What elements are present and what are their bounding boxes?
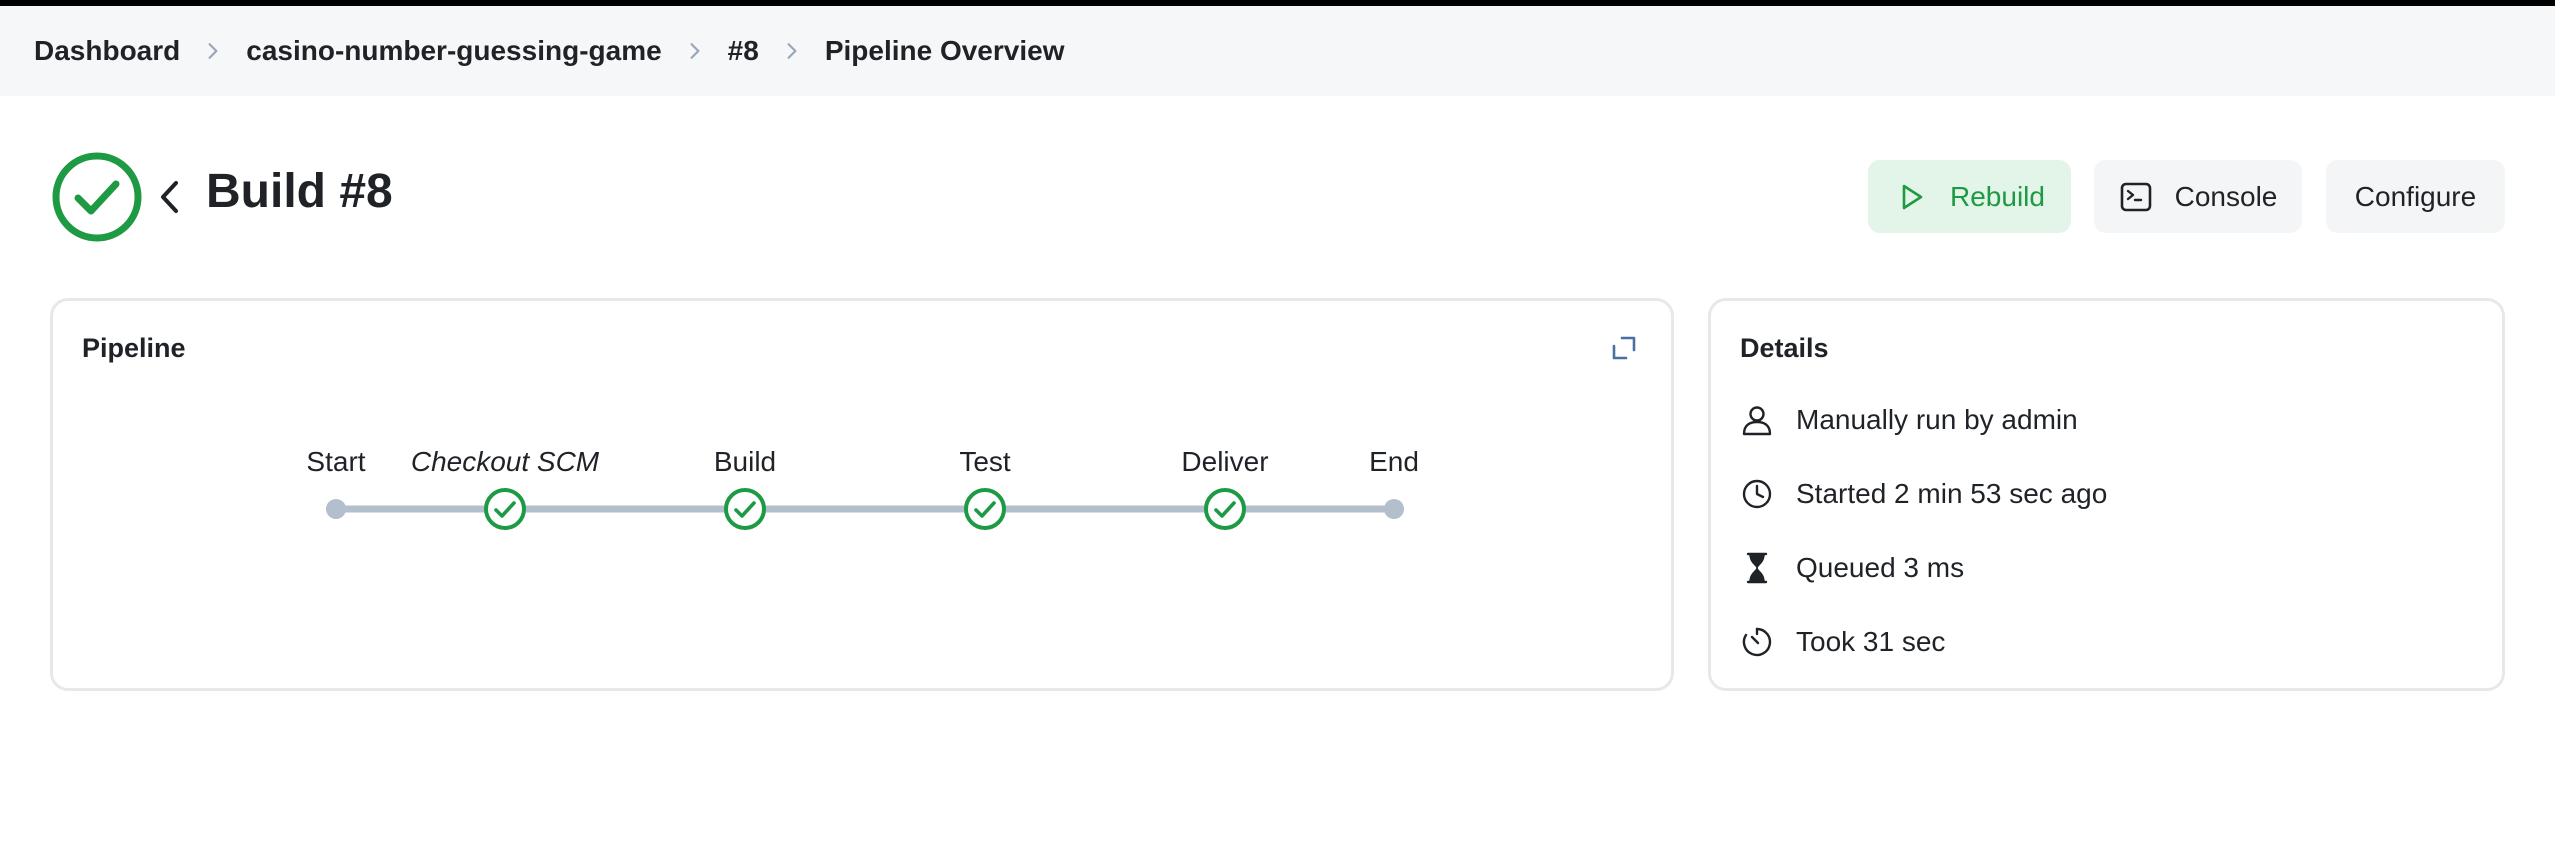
configure-button[interactable]: Configure [2326, 160, 2505, 233]
detail-row-queued: Queued 3 ms [1740, 551, 1964, 585]
stage-success-icon [1204, 488, 1246, 530]
detail-duration-text: Took 31 sec [1796, 626, 1946, 657]
stage-label: Deliver [1181, 446, 1268, 477]
detail-started-text: Started 2 min 53 sec ago [1796, 478, 2108, 509]
breadcrumb-dashboard[interactable]: Dashboard [34, 35, 181, 66]
timer-icon [1742, 627, 1772, 657]
details-card: Details Manually run by admin Started 2 … [1708, 298, 2505, 691]
rebuild-button[interactable]: Rebuild [1868, 160, 2071, 233]
details-card-title: Details [1740, 333, 1829, 363]
check-icon [494, 501, 516, 518]
terminal-icon [2120, 182, 2151, 211]
stage-endpoint-dot [326, 499, 346, 519]
breadcrumb: Dashboard casino-number-guessing-game #8… [0, 6, 2555, 96]
page-title: Build #8 [206, 165, 393, 218]
breadcrumb-build[interactable]: #8 [727, 35, 759, 66]
stage-label: Checkout SCM [411, 446, 600, 477]
detail-row-started: Started 2 min 53 sec ago [1740, 477, 2107, 511]
stage-node[interactable] [1204, 488, 1246, 530]
stage-label: Test [959, 446, 1011, 477]
stage-node[interactable] [724, 488, 766, 530]
chevron-right-icon [180, 42, 246, 60]
stage-node[interactable] [484, 488, 526, 530]
pipeline-card-title: Pipeline [82, 333, 186, 363]
expand-icon[interactable] [1611, 335, 1637, 361]
pipeline-card: Pipeline Start Checkout SCM Build Test Deliv… [50, 298, 1674, 691]
rebuild-label: Rebuild [1950, 180, 2045, 212]
clock-icon [1742, 479, 1772, 509]
breadcrumb-pipeline-overview[interactable]: Pipeline Overview [824, 35, 1065, 66]
breadcrumb-job[interactable]: casino-number-guessing-game [246, 35, 662, 66]
window-top-strip [0, 0, 2555, 6]
stage-success-icon [484, 488, 526, 530]
back-chevron-icon[interactable] [154, 175, 184, 219]
chevron-right-icon [662, 42, 728, 60]
detail-row-trigger: Manually run by admin [1740, 403, 2078, 437]
stage-label: Start [306, 446, 365, 477]
hourglass-icon [1746, 552, 1768, 584]
console-button[interactable]: Console [2094, 160, 2302, 233]
chevron-right-icon [759, 42, 825, 60]
stage-endpoint-dot [1384, 499, 1404, 519]
stage-success-icon [724, 488, 766, 530]
stage-success-icon [964, 488, 1006, 530]
check-icon [734, 501, 756, 518]
detail-queued-text: Queued 3 ms [1796, 552, 1965, 583]
console-label: Console [2174, 180, 2278, 212]
stage-label: Build [714, 446, 776, 477]
success-status-icon [52, 152, 142, 242]
configure-label: Configure [2354, 180, 2477, 212]
pipeline-graph: Start Checkout SCM Build Test Deliver End [306, 446, 1419, 530]
check-icon [1214, 501, 1236, 518]
stage-node[interactable] [964, 488, 1006, 530]
person-icon [1742, 406, 1772, 436]
play-icon [1902, 184, 1923, 209]
detail-trigger-text: Manually run by admin [1796, 404, 2078, 435]
stage-label: End [1369, 446, 1419, 477]
detail-row-duration: Took 31 sec [1740, 625, 1945, 659]
check-icon [974, 501, 996, 518]
